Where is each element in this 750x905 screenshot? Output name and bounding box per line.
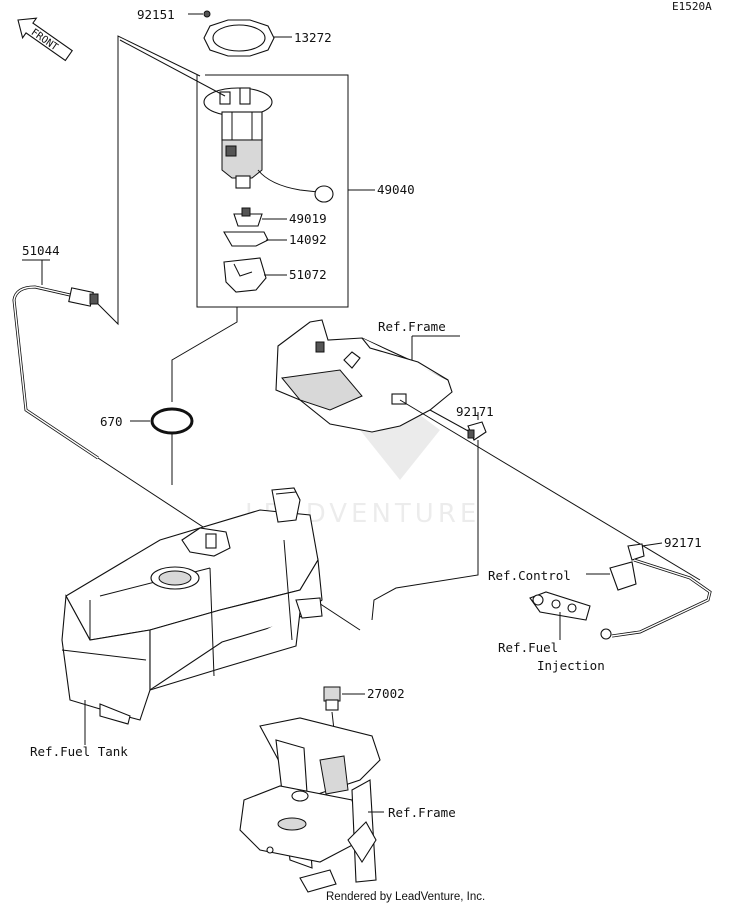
part-number-670: 670 (100, 414, 123, 429)
ref-fuel-injection-line1: Ref.Fuel (498, 640, 558, 655)
filter-49019 (233, 207, 263, 227)
ref-frame-bottom: Ref.Frame (388, 805, 456, 820)
fuel-injection-rail (529, 591, 612, 640)
footer-credit: Rendered by LeadVenture, Inc. (326, 891, 485, 903)
part-number-92171-lower: 92171 (664, 535, 702, 550)
part-number-14092: 14092 (289, 232, 327, 247)
fuel-tank (61, 487, 323, 745)
ref-control: Ref.Control (488, 568, 571, 583)
o-ring-670 (130, 407, 194, 485)
ref-fuel-injection-line2: Injection (537, 658, 605, 673)
part-number-51044: 51044 (22, 243, 60, 258)
part-number-51072: 51072 (289, 267, 327, 282)
fuel-pump-assembly (119, 10, 375, 402)
plate-14092 (223, 231, 269, 247)
part-number-27002: 27002 (367, 686, 405, 701)
ref-frame-top: Ref.Frame (378, 319, 446, 334)
pump-body (221, 111, 334, 203)
part-number-92151: 92151 (137, 7, 175, 22)
ref-fuel-tank: Ref.Fuel Tank (30, 744, 128, 759)
frame-bottom (239, 717, 384, 893)
frame-top (275, 319, 460, 433)
diagram-code: E1520A (672, 0, 712, 13)
gasket-13272 (203, 19, 275, 57)
part-number-13272: 13272 (294, 30, 332, 45)
part-number-92171-upper: 92171 (456, 404, 494, 419)
front-arrow-icon: FRONT (17, 17, 73, 62)
fuel-line (371, 399, 712, 640)
part-number-49040: 49040 (377, 182, 415, 197)
part-number-49019: 49019 (289, 211, 327, 226)
cup-51072 (223, 257, 267, 293)
